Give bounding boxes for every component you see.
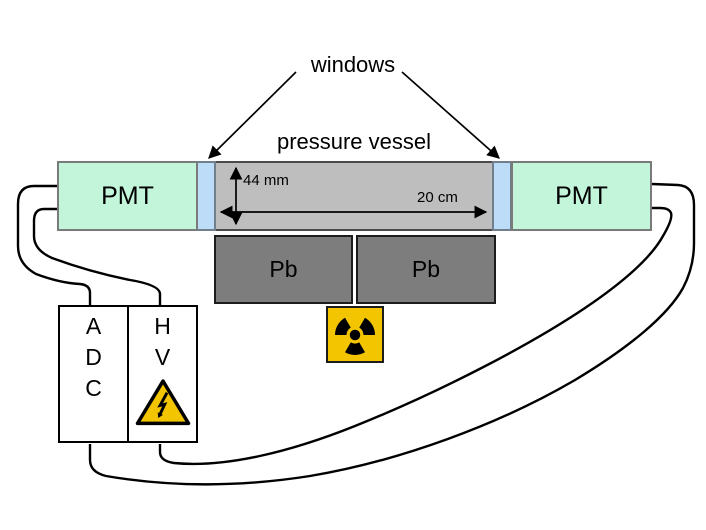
pmt-left-label: PMT: [101, 181, 154, 210]
pb-brick-left: Pb: [214, 235, 353, 304]
adc-letter: C: [85, 375, 102, 401]
pb-left-label: Pb: [269, 256, 298, 282]
radioactive-source-box: [326, 306, 384, 363]
window-left: [196, 161, 216, 231]
pmt-left-box: PMT: [57, 161, 198, 231]
windows-label: windows: [310, 52, 396, 77]
electronics-crate: A D C H V: [58, 305, 198, 443]
hv-letter: V: [154, 344, 171, 370]
hv-module: H V: [129, 307, 196, 441]
pb-brick-right: Pb: [356, 235, 496, 304]
adc-letter: A: [85, 313, 102, 339]
radiation-trefoil-icon: [335, 317, 375, 355]
high-voltage-warning-icon: [134, 376, 192, 429]
length-dimension-label: 20 cm: [417, 189, 458, 206]
pmt-right-label: PMT: [555, 181, 608, 210]
window-right: [492, 161, 512, 231]
hv-letter: H: [154, 313, 171, 339]
adc-letter: D: [85, 344, 102, 370]
adc-module: A D C: [60, 307, 129, 441]
pb-right-label: Pb: [411, 256, 441, 282]
pmt-right-box: PMT: [511, 161, 652, 231]
height-dimension-label: 44 mm: [243, 172, 289, 189]
pressure-vessel-label: pressure vessel: [276, 129, 432, 154]
